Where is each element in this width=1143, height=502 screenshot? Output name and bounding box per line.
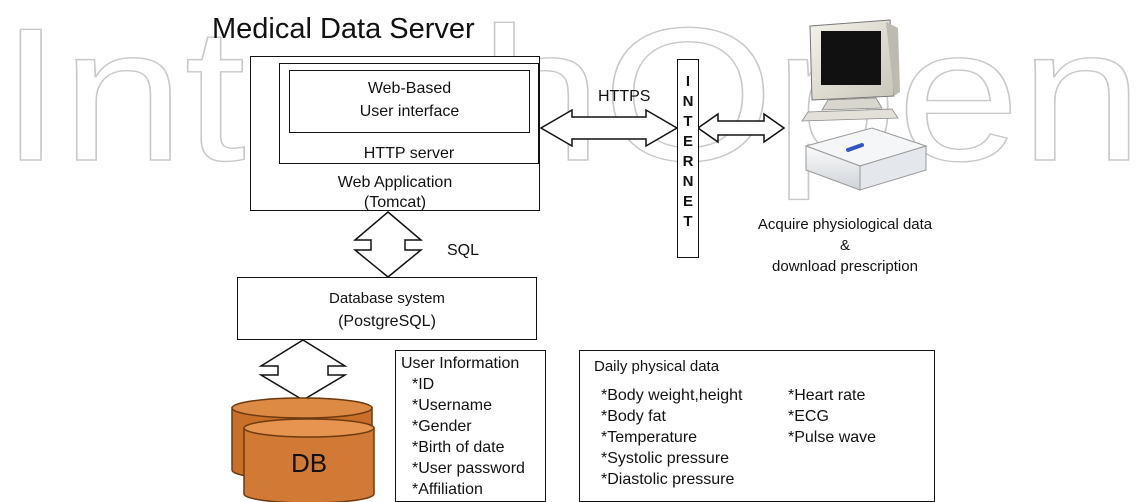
database-system-label-1: Database system — [329, 290, 445, 307]
web-ui-box — [289, 70, 530, 133]
daily-physical-data-title: Daily physical data — [594, 358, 720, 375]
web-application-label-1: Web Application — [337, 174, 453, 191]
db-label: DB — [290, 448, 328, 478]
user-info-item: *Affiliation — [412, 481, 483, 498]
acquire-label-3: download prescription — [772, 258, 918, 275]
web-ui-label-2: User interface — [359, 103, 460, 120]
daily-data-item: *Diastolic pressure — [601, 471, 735, 488]
daily-data-item: *Temperature — [601, 429, 698, 446]
database-system-label-2: (PostgreSQL) — [338, 313, 436, 330]
internet-letter: T — [683, 213, 693, 230]
daily-data-item: *Heart rate — [788, 387, 866, 404]
internet-box — [677, 59, 699, 258]
watermark-text: IntechOpen — [0, 0, 1143, 201]
internet-letter: N — [682, 173, 694, 190]
user-info-item: *Gender — [412, 418, 472, 435]
internet-letter: R — [682, 153, 694, 170]
web-ui-label-1: Web-Based — [367, 80, 452, 97]
acquire-label-2: & — [839, 237, 850, 254]
web-application-label-2: (Tomcat) — [363, 194, 427, 211]
https-label: HTTPS — [598, 88, 651, 105]
user-info-item: *ID — [412, 376, 435, 393]
daily-data-item: *Body fat — [601, 408, 666, 425]
daily-data-item: *Systolic pressure — [601, 450, 730, 467]
user-information-list: *ID *Username *Gender *Birth of date *Us… — [412, 374, 525, 500]
daily-physical-data-box — [579, 350, 935, 502]
user-info-item: *Username — [412, 397, 493, 414]
internet-client-double-arrow — [696, 112, 786, 144]
daily-data-item: *Body weight,height — [601, 387, 743, 404]
user-info-item: *User password — [412, 460, 525, 477]
daily-data-list-2: *Heart rate *ECG *Pulse wave — [788, 385, 876, 448]
database-system-box — [237, 277, 537, 340]
daily-data-item: *ECG — [788, 408, 829, 425]
internet-letter: T — [683, 113, 693, 130]
http-server-label: HTTP server — [363, 145, 455, 162]
daily-data-item: *Pulse wave — [788, 429, 877, 446]
diagram-title: Medical Data Server — [212, 13, 475, 45]
internet-letter: E — [682, 193, 693, 210]
acquire-label-1: Acquire physiological data — [757, 216, 933, 233]
user-information-title: User Information — [401, 355, 520, 372]
internet-letter: N — [682, 93, 694, 110]
user-info-item: *Birth of date — [412, 439, 505, 456]
user-information-box — [395, 350, 546, 502]
internet-label: I N T E R N E T — [677, 72, 699, 232]
internet-letter: I — [685, 73, 691, 90]
sql-label: SQL — [447, 242, 480, 259]
internet-letter: E — [682, 133, 693, 150]
daily-data-list-1: *Body weight,height *Body fat *Temperatu… — [601, 385, 742, 490]
